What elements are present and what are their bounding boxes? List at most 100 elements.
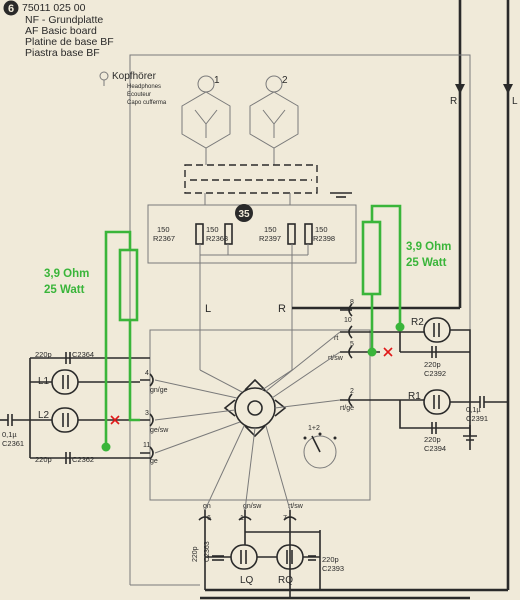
- capacitor-c2363: 220p C2363: [192, 541, 224, 562]
- speaker-l2-label: L2: [38, 410, 50, 421]
- selector-switch: 1+2: [303, 425, 337, 469]
- capacitor-c2393: 220p C2393: [308, 555, 344, 573]
- pin-10-num: 10: [344, 317, 352, 324]
- pin-7-wire: rt/sw: [288, 503, 304, 510]
- pin-7-num: 7: [283, 515, 287, 522]
- c2362-value: 220p: [35, 455, 52, 464]
- r2367-value: 150: [157, 225, 170, 234]
- pin-4-num: 4: [145, 370, 149, 377]
- c2393-value: 220p: [322, 555, 339, 564]
- pin-2-wire: rt/ge: [340, 405, 354, 412]
- board-name-fr: Platine de base BF: [25, 36, 114, 48]
- r2397-value: 150: [264, 225, 277, 234]
- headphones-fr: Ecouteur: [127, 92, 151, 98]
- output-rails: R L: [200, 0, 518, 600]
- pin-11-wire: ge: [150, 458, 158, 465]
- pin-11: [140, 446, 154, 460]
- jack-2-label: 2: [282, 75, 288, 86]
- pin-4-wire: gn/ge: [150, 387, 168, 394]
- headphone-jack-2: 2: [249, 75, 299, 165]
- pin-1: [238, 510, 252, 521]
- part-number: 75011 025 00: [22, 2, 86, 14]
- left-ohm-label: 3,9 Ohm: [44, 268, 89, 280]
- pin-1-num: 1: [240, 515, 244, 522]
- board-badge: [3, 0, 19, 16]
- pin-5-wire: rt/sw: [328, 355, 344, 362]
- pin-10: [340, 325, 353, 339]
- right-junction-dot-top: [395, 322, 405, 332]
- capacitor-c2392: 220p C2392: [424, 346, 446, 378]
- load-resistor-left: 3,9 Ohm 25 Watt: [44, 230, 140, 452]
- module-number: 35: [238, 209, 250, 220]
- pin-5: [340, 345, 353, 359]
- pin-4: [140, 373, 154, 387]
- cut-mark-left-icon: [110, 415, 120, 425]
- capacitor-c2391: 0,1µ C2391: [463, 396, 508, 441]
- cut-mark-right-icon: [383, 347, 393, 357]
- board-name-de: NF - Grundplatte: [25, 14, 103, 26]
- resistor-r2397: [287, 223, 296, 245]
- capacitor-c2364: 220p C2364: [35, 350, 94, 364]
- right-junction-dot-bottom: [367, 347, 377, 357]
- r2398-value: 150: [315, 225, 328, 234]
- channel-lines: L R: [199, 278, 460, 370]
- c2393-ref: C2393: [322, 564, 344, 573]
- pin-8: [340, 303, 353, 317]
- pin-3-wire: ge/sw: [150, 427, 169, 434]
- resistor-block: 35 150 R2367 150 R2368 150 R2397 150 R23…: [147, 204, 357, 278]
- left-speakers: L1 L2 220p C2364 220p C2362: [0, 350, 150, 464]
- speaker-lq: LQ: [230, 544, 258, 586]
- c2391-value: 0,1µ: [466, 405, 481, 414]
- pin-3: [140, 413, 154, 427]
- channel-l-label: L: [205, 303, 211, 315]
- c2394-ref: C2394: [424, 444, 446, 453]
- headphones-section: Kopfhörer Headphones Ecouteur Capo cuffe…: [99, 71, 352, 205]
- speaker-rq-label: RQ: [278, 575, 293, 586]
- r2397-ref: R2397: [259, 234, 281, 243]
- pin-5-num: 5: [350, 341, 354, 348]
- pin-1-wire: gn/sw: [243, 503, 262, 510]
- bottom-speakers: LQ RQ 220p C2363 220p C2393: [192, 520, 344, 598]
- connector-area: 4 gn/ge 3 ge/sw 11 ge 8 10 rt 5 rt/sw 2 …: [140, 299, 371, 522]
- c2363-ref: C2363: [204, 541, 211, 562]
- c2392-value: 220p: [424, 360, 441, 369]
- left-junction-dot: [101, 442, 111, 452]
- resistor-r2398: [304, 223, 313, 245]
- rail-r-label: R: [450, 96, 457, 107]
- jack-1-label: 1: [214, 75, 220, 86]
- c2392-ref: C2392: [424, 369, 446, 378]
- pin-10-wire: rt: [334, 335, 338, 342]
- headphones-title: Kopfhörer: [112, 71, 157, 82]
- pin-7: [283, 510, 297, 521]
- load-resistor-right: 3,9 Ohm 25 Watt: [361, 204, 451, 357]
- board-badge-number: 6: [8, 3, 14, 15]
- right-watt-label: 25 Watt: [406, 257, 447, 269]
- channel-r-label: R: [278, 303, 286, 315]
- pin-2-num: 2: [350, 388, 354, 395]
- capacitor-c2362: 220p C2362: [35, 452, 94, 464]
- pin-6-num: 6: [207, 515, 211, 522]
- c2364-ref: C2364: [72, 350, 94, 359]
- speaker-r1: R1: [408, 389, 451, 415]
- right-ohm-label: 3,9 Ohm: [406, 241, 451, 253]
- pin-6: [198, 510, 212, 521]
- c2394-value: 220p: [424, 435, 441, 444]
- rail-l-arrow-icon: [503, 84, 513, 94]
- speaker-r1-label: R1: [408, 391, 421, 402]
- headphone-cable: [184, 164, 318, 194]
- c2361-ref: C2361: [2, 439, 24, 448]
- pin-11-num: 11: [143, 442, 150, 449]
- c2364-value: 220p: [35, 350, 52, 359]
- speaker-lq-label: LQ: [240, 575, 254, 586]
- speaker-r2: R2: [411, 317, 451, 343]
- r2398-ref: R2398: [313, 234, 335, 243]
- module-badge: [235, 204, 253, 222]
- rail-l-label: L: [512, 96, 518, 107]
- resistor-r2367: [195, 223, 204, 245]
- capacitor-c2394: 220p C2394: [399, 400, 470, 453]
- speaker-r2-label: R2: [411, 317, 424, 328]
- c2362-ref: C2362: [72, 455, 94, 464]
- r2368-ref: R2368: [206, 234, 228, 243]
